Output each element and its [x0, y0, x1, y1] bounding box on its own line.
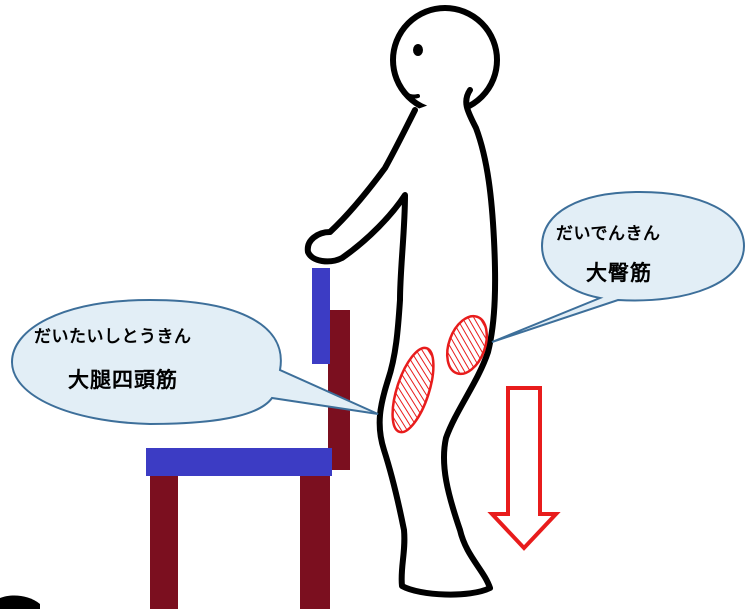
- gluteus-highlight: [445, 314, 489, 376]
- chair-back-post-front: [328, 310, 350, 470]
- chair-leg-left: [150, 476, 178, 609]
- quadriceps-highlight: [391, 346, 435, 434]
- person-body: [304, 87, 499, 598]
- down-arrow: [487, 386, 561, 551]
- quadriceps-reading: だいたいしとうきん: [34, 327, 192, 347]
- quadriceps-name: 大腿四頭筋: [68, 368, 178, 392]
- chair: [146, 268, 350, 609]
- chair-seat: [146, 448, 332, 476]
- gluteus-bubble: [491, 190, 746, 343]
- gluteus-reading: だいでんきん: [556, 224, 661, 244]
- person-mouth: [398, 84, 420, 99]
- person: [304, 5, 500, 598]
- person-eye: [413, 44, 423, 56]
- quadriceps-bubble: [10, 298, 379, 426]
- chair-back-post-blue: [312, 268, 330, 364]
- chair-leg-right: [300, 476, 330, 609]
- corner-fragment: [0, 595, 40, 609]
- gluteus-name: 大臀筋: [586, 261, 652, 285]
